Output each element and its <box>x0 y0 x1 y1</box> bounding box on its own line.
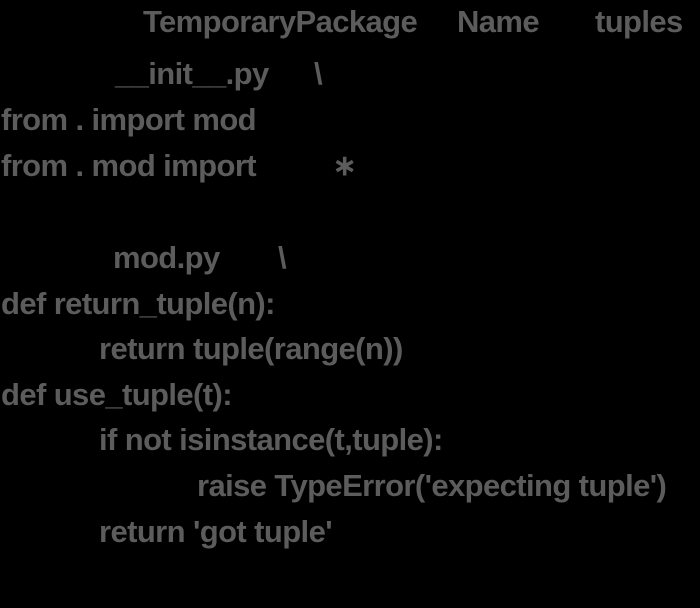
name-option-key: Name <box>457 4 540 39</box>
raise-typeerror: raise TypeError('expecting tuple') <box>197 468 667 503</box>
def-return-tuple: def return_tuple(n): <box>1 286 275 321</box>
line-continuation-backslash: \ <box>314 56 323 91</box>
package-name-string: TemporaryPackage <box>143 4 418 39</box>
code-line-init-filename: __init__.py \ <box>0 51 700 97</box>
code-line-mod-filename: mod.py \ <box>0 235 700 281</box>
asterisk-wildcard: ∗ <box>332 148 357 184</box>
code-line-import-star: from . mod import ∗ <box>0 143 700 189</box>
return-got-tuple: return 'got tuple' <box>99 514 333 549</box>
init-filename-string: __init__.py <box>115 56 269 91</box>
code-line-def-return-tuple: def return_tuple(n): <box>0 281 700 327</box>
code-line-isinstance-check: if not isinstance(t,tuple): <box>0 417 700 463</box>
code-line-import-mod: from . import mod <box>0 97 700 143</box>
code-line-return-tuple-body: return tuple(range(n)) <box>0 326 700 372</box>
line-continuation-backslash: \ <box>278 240 287 275</box>
init-import-line1: from . import mod <box>1 102 257 137</box>
code-line-raise-typeerror: raise TypeError('expecting tuple') <box>0 463 700 509</box>
code-line-def-use-tuple: def use_tuple(t): <box>0 372 700 418</box>
init-import-line2: from . mod import <box>1 148 257 183</box>
return-tuple-body: return tuple(range(n)) <box>99 331 403 366</box>
code-line-return-got-tuple: return 'got tuple' <box>0 509 700 555</box>
mod-filename-string: mod.py <box>113 240 220 275</box>
isinstance-check: if not isinstance(t,tuple): <box>99 422 443 457</box>
name-option-value: tuples <box>595 4 683 39</box>
code-line-package-header: TemporaryPackage Name tuples <box>0 0 700 45</box>
def-use-tuple: def use_tuple(t): <box>1 377 233 412</box>
